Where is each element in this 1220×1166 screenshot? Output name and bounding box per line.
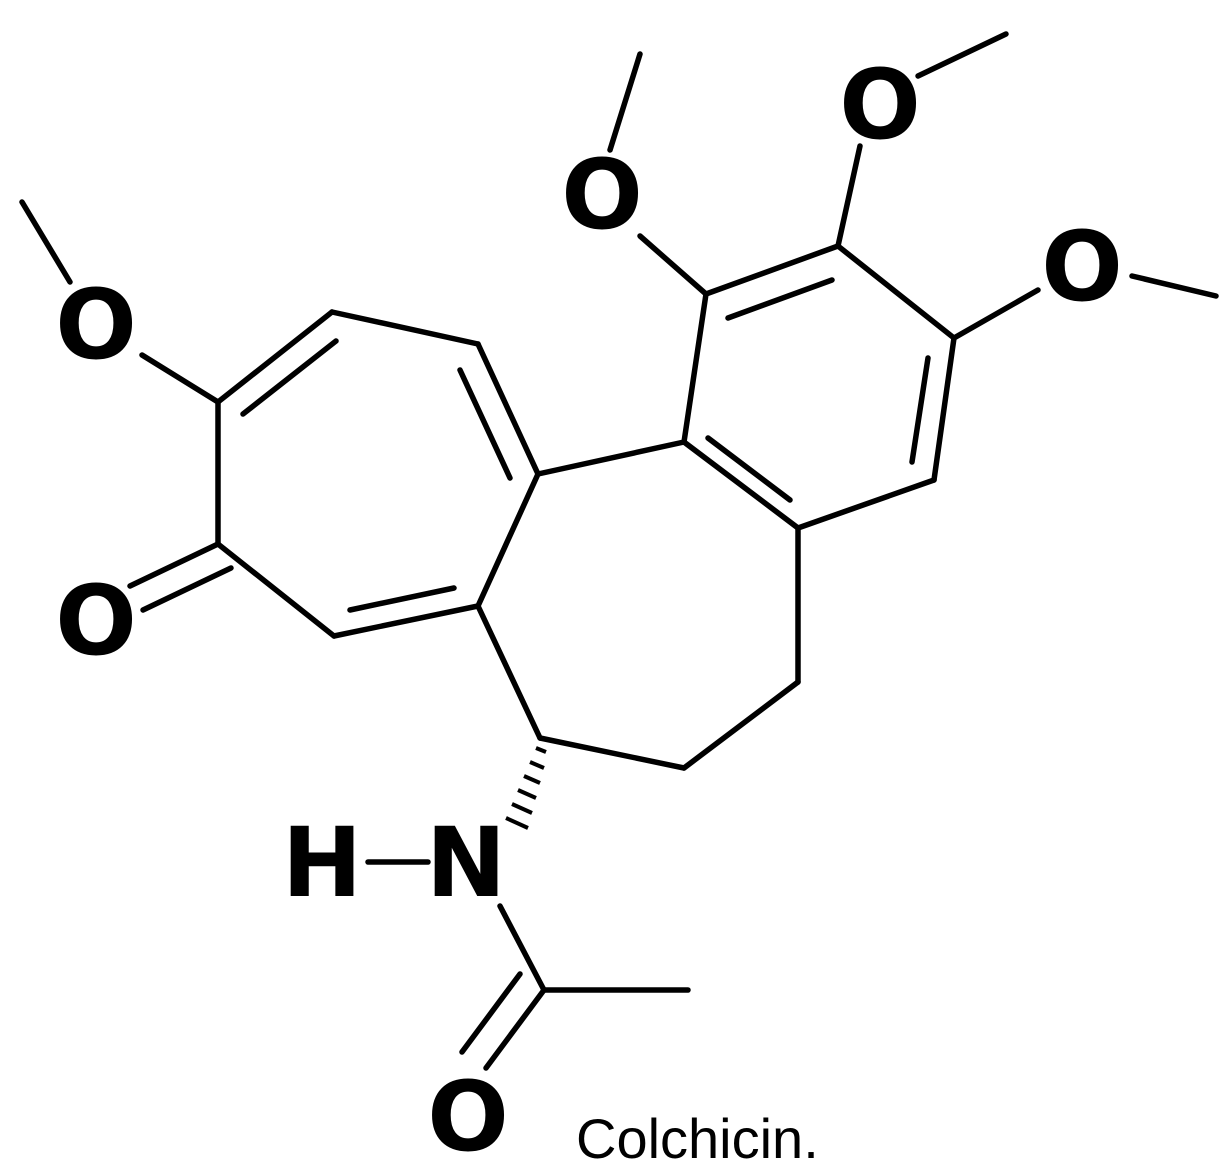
atom-o-ketone: O bbox=[55, 565, 137, 677]
bond-ketone-1 bbox=[127, 541, 221, 589]
bond-c-o3 bbox=[951, 287, 1041, 341]
bond-c-o1 bbox=[637, 233, 709, 297]
bond-trop-6 bbox=[215, 541, 337, 639]
bond-lines bbox=[19, 31, 1219, 1071]
bond-trop-2 bbox=[329, 309, 481, 347]
bond-b-2 bbox=[681, 679, 801, 771]
bond-benz-4-inner bbox=[909, 355, 931, 465]
bond-n-c bbox=[497, 903, 547, 993]
bond-trop-3 bbox=[475, 341, 541, 477]
bond-benz-6-inner bbox=[705, 435, 793, 503]
molecule-caption: Colchicin. bbox=[576, 1107, 819, 1166]
bond-o2-methyl bbox=[915, 31, 1009, 79]
bond-b-4 bbox=[475, 603, 543, 741]
bond-trop-1 bbox=[215, 309, 335, 405]
bond-benz-5 bbox=[795, 477, 937, 531]
atom-o-carbonyl: O bbox=[427, 1061, 509, 1166]
bond-c-o2 bbox=[835, 143, 863, 249]
bond-benz-1 bbox=[681, 291, 709, 445]
bond-trop-1-inner bbox=[240, 338, 339, 417]
bond-o-left-c bbox=[139, 352, 221, 405]
bond-trop-5-inner bbox=[347, 585, 457, 613]
bond-benz-6 bbox=[681, 439, 801, 531]
bond-benz-2 bbox=[703, 243, 841, 297]
atom-h-amide: H bbox=[282, 807, 362, 919]
bond-benz-2-inner bbox=[725, 277, 835, 321]
bond-b-3 bbox=[537, 735, 687, 771]
bond-benz-4 bbox=[931, 335, 957, 483]
bond-o3-methyl bbox=[1129, 273, 1219, 299]
atom-o-methoxy-1: O bbox=[561, 139, 643, 251]
bond-biaryl bbox=[535, 439, 687, 477]
atom-n-amide: N bbox=[426, 807, 506, 919]
atom-o-methoxy-left: O bbox=[55, 269, 137, 381]
bond-benz-3 bbox=[835, 243, 957, 341]
atom-o-methoxy-2: O bbox=[839, 49, 921, 161]
atom-o-methoxy-3: O bbox=[1041, 211, 1123, 323]
bond-methyl-left bbox=[19, 199, 73, 285]
bond-c-o-double-2 bbox=[459, 971, 523, 1055]
hashed-wedge-bond bbox=[505, 746, 547, 830]
bond-c-o-double-1 bbox=[483, 987, 547, 1071]
atom-labels: O O O O O H N O bbox=[55, 49, 1123, 1166]
bond-ketone-2 bbox=[140, 565, 234, 613]
bond-trop-5 bbox=[331, 603, 481, 639]
bond-o1-methyl bbox=[607, 51, 643, 153]
bond-trop-4 bbox=[475, 471, 541, 609]
bond-trop-3-inner bbox=[457, 367, 513, 481]
